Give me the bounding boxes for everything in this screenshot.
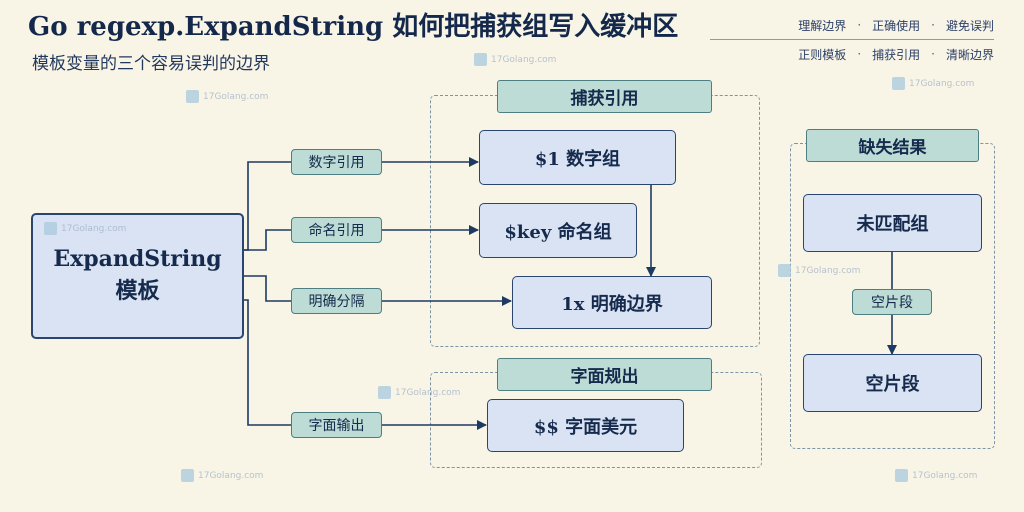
watermark: 17Golang.com	[181, 469, 263, 482]
watermark: 17Golang.com	[892, 77, 974, 90]
tag-separator: ·	[857, 47, 862, 61]
node-dollar-literal: $$ 字面美元	[487, 399, 684, 452]
watermark-logo-icon	[892, 77, 905, 90]
tag-separator: ·	[857, 18, 862, 32]
template-node: ExpandString 模板	[31, 213, 244, 339]
node-explicit-boundary: 1x 明确边界	[512, 276, 712, 329]
watermark: 17Golang.com	[44, 222, 126, 235]
node-empty-fragment: 空片段	[803, 354, 982, 412]
tag-separator: ·	[931, 47, 935, 61]
watermark: 17Golang.com	[895, 469, 977, 482]
node-named-group: $key 命名组	[479, 203, 637, 258]
watermark-logo-icon	[474, 53, 487, 66]
edge-label-literal: 字面输出	[291, 412, 382, 438]
edge-label-empty: 空片段	[852, 289, 932, 315]
watermark-logo-icon	[181, 469, 194, 482]
watermark: 17Golang.com	[474, 53, 556, 66]
watermark-logo-icon	[895, 469, 908, 482]
page-title: Go regexp.ExpandString 如何把捕获组写入缓冲区	[28, 12, 679, 42]
tag-row-1: 理解边界 · 正确使用 · 避免误判	[710, 14, 994, 36]
group-title-capture: 捕获引用	[497, 80, 712, 113]
edge-label-numeric: 数字引用	[291, 149, 382, 175]
page-subtitle: 模板变量的三个容易误判的边界	[32, 54, 270, 74]
watermark: 17Golang.com	[186, 90, 268, 103]
group-title-missing: 缺失结果	[806, 129, 979, 162]
template-node-line2: 模板	[115, 278, 160, 304]
edge-literal-out	[243, 299, 487, 430]
tag-item: 正则模板	[798, 47, 847, 62]
tag-item: 捕获引用	[872, 47, 921, 62]
template-node-line1: ExpandString	[53, 246, 222, 273]
tag-item: 理解边界	[798, 18, 847, 33]
tag-item: 正确使用	[872, 18, 921, 33]
edge-label-explicit: 明确分隔	[291, 288, 382, 314]
watermark: 17Golang.com	[778, 264, 860, 277]
watermark-logo-icon	[378, 386, 391, 399]
watermark: 17Golang.com	[378, 386, 460, 399]
edge-explicit-sep	[243, 275, 512, 306]
tag-separator: ·	[931, 18, 935, 32]
watermark-logo-icon	[186, 90, 199, 103]
node-unmatched-group: 未匹配组	[803, 194, 982, 252]
group-title-literal: 字面规出	[497, 358, 712, 391]
watermark-logo-icon	[778, 264, 791, 277]
tag-panel: 理解边界 · 正确使用 · 避免误判 正则模板 · 捕获引用 · 清晰边界	[710, 14, 994, 65]
watermark-logo-icon	[44, 222, 57, 235]
node-numeric-group: $1 数字组	[479, 130, 676, 185]
tag-item: 避免误判	[945, 18, 994, 33]
tag-row-2: 正则模板 · 捕获引用 · 清晰边界	[710, 39, 994, 65]
edge-label-named: 命名引用	[291, 217, 382, 243]
tag-item: 清晰边界	[945, 47, 994, 62]
